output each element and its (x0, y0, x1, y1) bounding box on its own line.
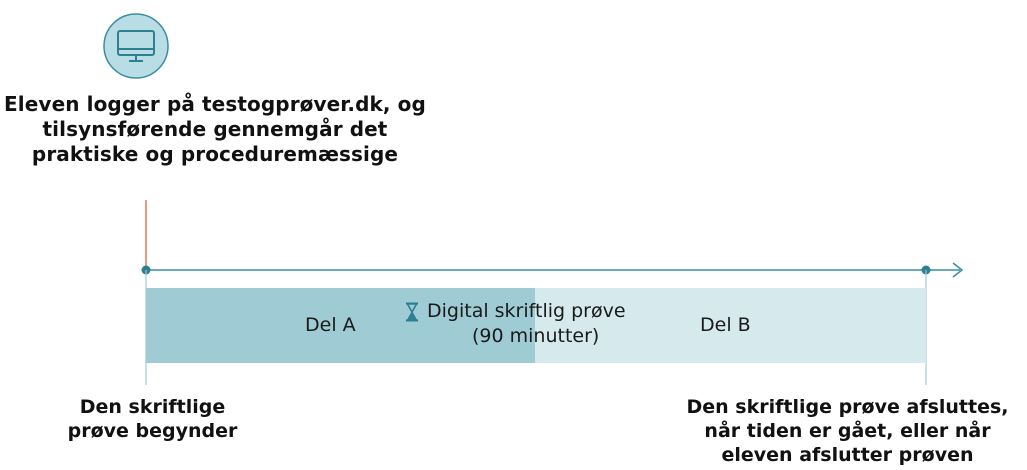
end-caption-line: eleven afslutter prøven (721, 444, 974, 466)
part-b-segment (535, 288, 926, 363)
intro-line: tilsynsførende gennemgår det (42, 117, 388, 141)
intro-line: praktiske og proceduremæssige (31, 142, 399, 166)
test-duration-label: Digital skriftlig prøve (90 minutter) (405, 299, 695, 349)
start-marker-line (145, 200, 147, 270)
end-caption-line: når tiden er gået, eller når (704, 420, 991, 442)
start-caption-line: prøve begynder (67, 420, 238, 442)
intro-description: Eleven logger på testogprøver.dk, og til… (0, 92, 430, 167)
test-duration: (90 minutter) (472, 325, 600, 347)
part-a-label: Del A (305, 314, 356, 336)
start-caption: Den skriftlige prøve begynder (40, 395, 265, 443)
monitor-icon (103, 13, 169, 79)
part-b-label: Del B (700, 314, 751, 336)
start-caption-line: Den skriftlige (79, 396, 226, 418)
hourglass-icon (405, 302, 419, 322)
intro-line: Eleven logger på testogprøver.dk, og (4, 92, 426, 116)
test-title: Digital skriftlig prøve (427, 300, 626, 322)
end-caption: Den skriftlige prøve afsluttes, når tide… (670, 395, 1025, 467)
part-a-segment (146, 288, 535, 363)
end-caption-line: Den skriftlige prøve afsluttes, (686, 396, 1009, 418)
